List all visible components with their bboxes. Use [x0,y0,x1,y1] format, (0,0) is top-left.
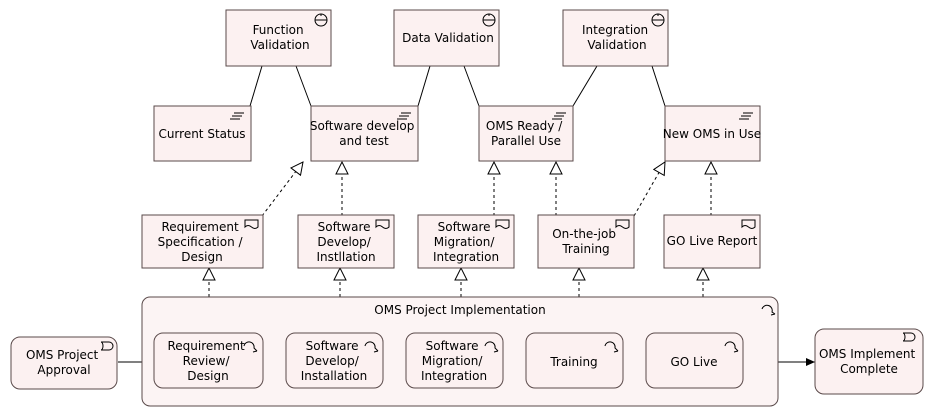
link-function-to-develop [295,65,312,107]
node-go-live[interactable]: GO Live [645,332,744,389]
node-oms-implement-complete[interactable]: OMS Implement Complete [814,328,924,395]
deliverable-icon [495,219,510,229]
node-label: Data Validation [402,31,494,45]
node-go-live-report[interactable]: GO Live Report [663,214,761,269]
deliverable-icon [244,219,259,229]
requirement-icon [552,112,566,120]
node-label: Current Status [158,127,245,141]
link-integration-to-newoms [651,65,666,107]
link-function-to-status [249,65,263,107]
node-function-validation[interactable]: Function Validation [225,9,332,67]
event-icon [902,332,916,342]
node-label: Integration Validation [582,23,652,52]
requirement-icon [230,112,244,120]
node-requirement-specification[interactable]: Requirement Specification / Design [141,214,264,269]
service-icon [482,13,496,27]
deliverable-icon [615,219,630,229]
link-data-to-develop [417,65,431,107]
node-software-develop-instllation[interactable]: Software Develop/ Instllation [297,214,395,269]
node-software-migration[interactable]: Software Migration/ Integration [405,332,504,389]
node-training[interactable]: Training [525,332,624,389]
node-label: On-the-job Training [552,227,620,256]
node-requirement-review[interactable]: Requirement Review/ Design [153,332,264,389]
node-label: Software Develop/ Installation [301,339,367,383]
node-label: Software Migration/ Integration [433,220,499,264]
node-label: Requirement Review/ Design [167,339,248,383]
process-icon [604,341,619,353]
process-icon [724,341,739,353]
node-integration-validation[interactable]: Integration Validation [562,9,669,67]
link-integration-to-ready [572,65,598,107]
node-label: GO Live [670,355,717,369]
node-oms-ready[interactable]: OMS Ready / Parallel Use [478,105,574,162]
node-label: Training [549,355,597,369]
node-software-develop-installation[interactable]: Software Develop/ Installation [285,332,384,389]
node-label: Software Develop/ Instllation [316,220,375,264]
node-label: Software develop and test [310,119,418,148]
node-data-validation[interactable]: Data Validation [393,9,500,67]
node-label: New OMS in Use [663,127,761,141]
link-otj-to-newoms [633,162,665,217]
node-label: Requirement Specification / Design [158,220,247,264]
node-label: Software Migration/ Integration [421,339,487,383]
node-software-develop-test[interactable]: Software develop and test [310,105,419,162]
process-icon [243,341,258,353]
node-on-the-job-training[interactable]: On-the-job Training [537,214,635,269]
link-reqspec-to-develop [261,162,303,217]
link-data-to-ready [463,65,480,107]
node-label: OMS Project Approval [26,348,102,377]
requirement-icon [397,112,411,120]
node-label: OMS Implement Complete [819,347,919,376]
process-icon [364,341,379,353]
node-label: OMS Ready / Parallel Use [486,119,566,148]
process-icon [484,341,499,353]
group-label: OMS Project Implementation [374,303,545,317]
node-new-oms-in-use[interactable]: New OMS in Use [663,105,761,162]
requirement-icon [739,112,753,120]
service-icon [651,13,665,27]
node-current-status[interactable]: Current Status [153,105,252,162]
process-icon [761,304,776,316]
deliverable-icon [741,219,756,229]
deliverable-icon [375,219,390,229]
node-label: Function Validation [250,23,309,52]
node-label: GO Live Report [667,234,758,248]
node-software-migration-integration[interactable]: Software Migration/ Integration [417,214,515,269]
service-icon [314,13,328,27]
event-icon [100,341,114,351]
node-oms-project-approval[interactable]: OMS Project Approval [10,336,118,390]
